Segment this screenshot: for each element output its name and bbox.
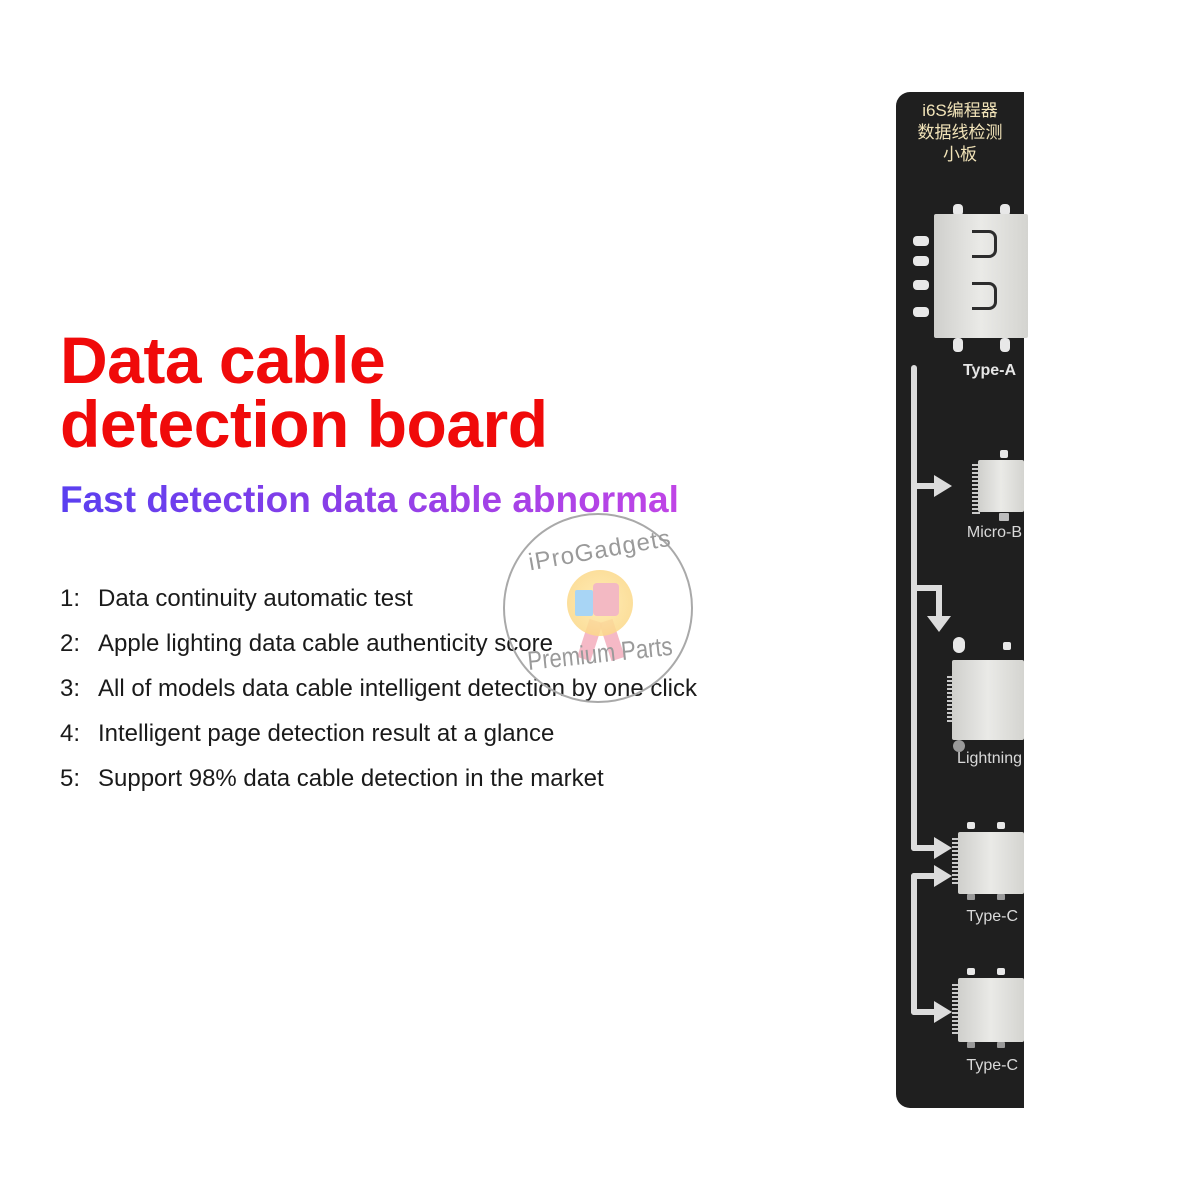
port-label-type-c-1: Type-C xyxy=(966,908,1018,925)
feature-item: 5: Support 98% data cable detection in th… xyxy=(60,756,697,801)
board-title: i6S编程器 数据线检测 小板 xyxy=(896,100,1024,166)
feature-text: Intelligent page detection result at a g… xyxy=(98,720,555,747)
detection-board: i6S编程器 数据线检测 小板 xyxy=(896,92,1028,1108)
port-label-lightning: Lightning xyxy=(957,750,1022,767)
board-title-line: 数据线检测 xyxy=(917,123,1003,142)
feature-number: 4: xyxy=(60,720,81,747)
feature-text: Support 98% data cable detection in the … xyxy=(98,765,604,792)
headline-line-1: Data cable xyxy=(60,323,386,397)
watermark-seal: iProGadgets Premium Parts xyxy=(503,513,693,703)
board-title-line: 小板 xyxy=(943,145,977,164)
board-title-line: i6S编程器 xyxy=(922,101,998,120)
feature-item: 2: Apple lighting data cable authenticity… xyxy=(60,621,697,666)
feature-number: 2: xyxy=(60,630,81,657)
port-label-micro-b: Micro-B xyxy=(966,524,1022,541)
subtitle: Fast detection data cable abnormal xyxy=(60,479,679,520)
feature-item: 1: Data continuity automatic test xyxy=(60,576,697,621)
watermark-tagline: Premium Parts xyxy=(526,630,674,676)
feature-text: Data continuity automatic test xyxy=(98,585,413,612)
feature-number: 5: xyxy=(60,765,81,792)
headline-line-2: detection board xyxy=(60,387,548,461)
headline: Data cable detection board xyxy=(60,323,548,461)
feature-number: 1: xyxy=(60,585,81,612)
feature-text: Apple lighting data cable authenticity s… xyxy=(98,630,553,657)
port-label-type-c-2: Type-C xyxy=(966,1057,1018,1074)
feature-number: 3: xyxy=(60,675,81,702)
port-label-type-a: Type-A xyxy=(962,362,1016,379)
feature-item: 4: Intelligent page detection result at a… xyxy=(60,711,697,756)
signal-trace-arrows xyxy=(911,365,952,1023)
